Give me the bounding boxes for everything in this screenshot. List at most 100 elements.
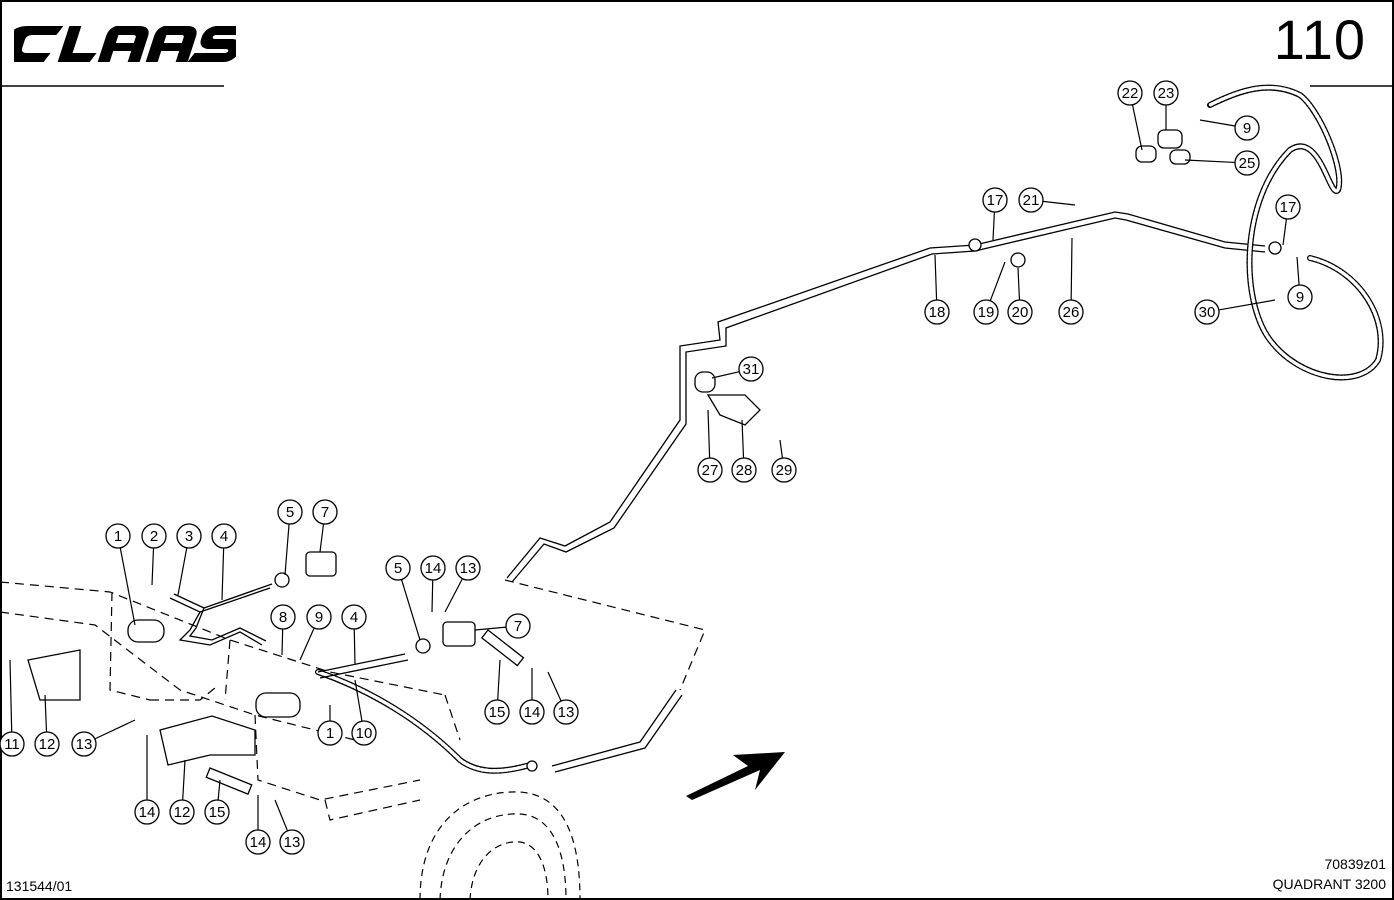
callout-circle (277, 499, 303, 525)
part-callout: 13 (71, 719, 136, 757)
callout-number: 15 (209, 804, 226, 821)
part-callout: 5 (385, 555, 421, 641)
callout-circle (1018, 187, 1044, 213)
callout-circle (1234, 115, 1260, 141)
footer-right: 70839z01 QUADRANT 3200 (1273, 854, 1386, 894)
part-callout: 3 (176, 523, 202, 596)
model-name: QUADRANT 3200 (1272, 876, 1386, 892)
callout-number: 1 (326, 725, 334, 742)
part-callout: 2 (141, 523, 167, 586)
callout-leader (1184, 159, 1236, 164)
callout-circle (0, 731, 25, 757)
callout-number: 29 (776, 462, 793, 479)
callout-circle (1153, 80, 1179, 106)
callout-circle (697, 457, 723, 483)
callout-leader (497, 659, 501, 701)
callout-number: 11 (4, 736, 20, 753)
part-callout: 27 (697, 409, 723, 483)
callout-number: 30 (1199, 304, 1216, 321)
callout-number: 9 (315, 609, 323, 626)
callout-circle (505, 613, 531, 639)
callout-leader (1070, 237, 1073, 301)
drawing-code: 70839z01 (1324, 856, 1386, 872)
callout-leader (934, 254, 938, 301)
part-callout: 25 (1184, 150, 1260, 176)
callout-leader (474, 626, 507, 631)
callout-number: 9 (1296, 289, 1304, 306)
component-sketches (27, 129, 1282, 795)
part-callout: 19 (973, 261, 1006, 325)
callout-number: 31 (743, 361, 760, 378)
claas-logo-icon (2, 26, 252, 62)
part-callout: 8 (270, 604, 296, 656)
part-callout: 31 (711, 356, 764, 382)
callout-number: 4 (350, 609, 358, 626)
callout-leader (94, 719, 136, 740)
footer-left-code: 131544/01 (6, 878, 73, 894)
part-callout: 9 (1199, 115, 1260, 141)
callout-number: 27 (702, 462, 719, 479)
callout-number: 7 (321, 504, 329, 521)
part-callout: 20 (1007, 267, 1033, 325)
callout-number: 20 (1012, 304, 1029, 321)
callout-circle (176, 523, 202, 549)
part-callout: 5 (277, 499, 303, 576)
callout-number: 22 (1122, 85, 1139, 102)
callout-leader (221, 547, 225, 601)
callout-number: 21 (1023, 192, 1040, 209)
part-callout: 14 (245, 795, 271, 855)
part-callout: 9 (1287, 256, 1313, 310)
wheel-outline (419, 791, 581, 900)
part-callout: 1 (105, 523, 136, 626)
chassis-outline (0, 579, 706, 821)
lower-pipes (169, 583, 409, 679)
callout-leader (400, 579, 421, 641)
callout-leader (44, 694, 48, 733)
callout-circle (306, 604, 332, 630)
part-callout: 14 (420, 555, 446, 613)
callout-circle (731, 457, 757, 483)
callout-leader (274, 799, 289, 832)
callout-circle (738, 356, 764, 382)
callout-number: 14 (139, 804, 156, 821)
callout-number: 25 (1239, 155, 1256, 172)
callout-circle (455, 555, 481, 581)
part-callout: 18 (924, 254, 950, 325)
callout-number: 10 (356, 725, 373, 742)
callout-number: 15 (489, 704, 506, 721)
direction-arrow-icon (686, 752, 785, 800)
callout-leader (177, 547, 188, 596)
callout-circle (245, 829, 271, 855)
brand-logo (2, 24, 252, 69)
callout-circle (385, 555, 411, 581)
callout-number: 14 (250, 834, 267, 851)
callout-number: 7 (514, 618, 522, 635)
callout-leader (353, 628, 356, 666)
callout-leader (431, 579, 434, 613)
callout-number: 18 (929, 304, 946, 321)
callout-circle (312, 499, 338, 525)
callout-number: 19 (978, 304, 995, 321)
callout-leader (1042, 200, 1076, 206)
callout-leader (1131, 104, 1143, 151)
callout-leader (711, 371, 740, 379)
callout-circle (420, 555, 446, 581)
callout-leader (182, 759, 186, 801)
part-callout: 7 (474, 613, 531, 639)
callout-circle (973, 299, 999, 325)
callout-number: 13 (558, 704, 575, 721)
callout-number: 9 (1243, 120, 1251, 137)
part-callout: 10 (351, 679, 377, 746)
callout-circle (204, 799, 230, 825)
callout-number: 12 (39, 736, 56, 753)
callout-leader (547, 671, 562, 702)
part-callout: 30 (1194, 299, 1276, 325)
callout-leader (1218, 299, 1276, 311)
part-callout: 28 (731, 419, 757, 483)
part-callout: 17 (982, 187, 1008, 241)
callout-circle (484, 699, 510, 725)
callout-number: 23 (1158, 85, 1175, 102)
callout-leader (1199, 119, 1236, 127)
